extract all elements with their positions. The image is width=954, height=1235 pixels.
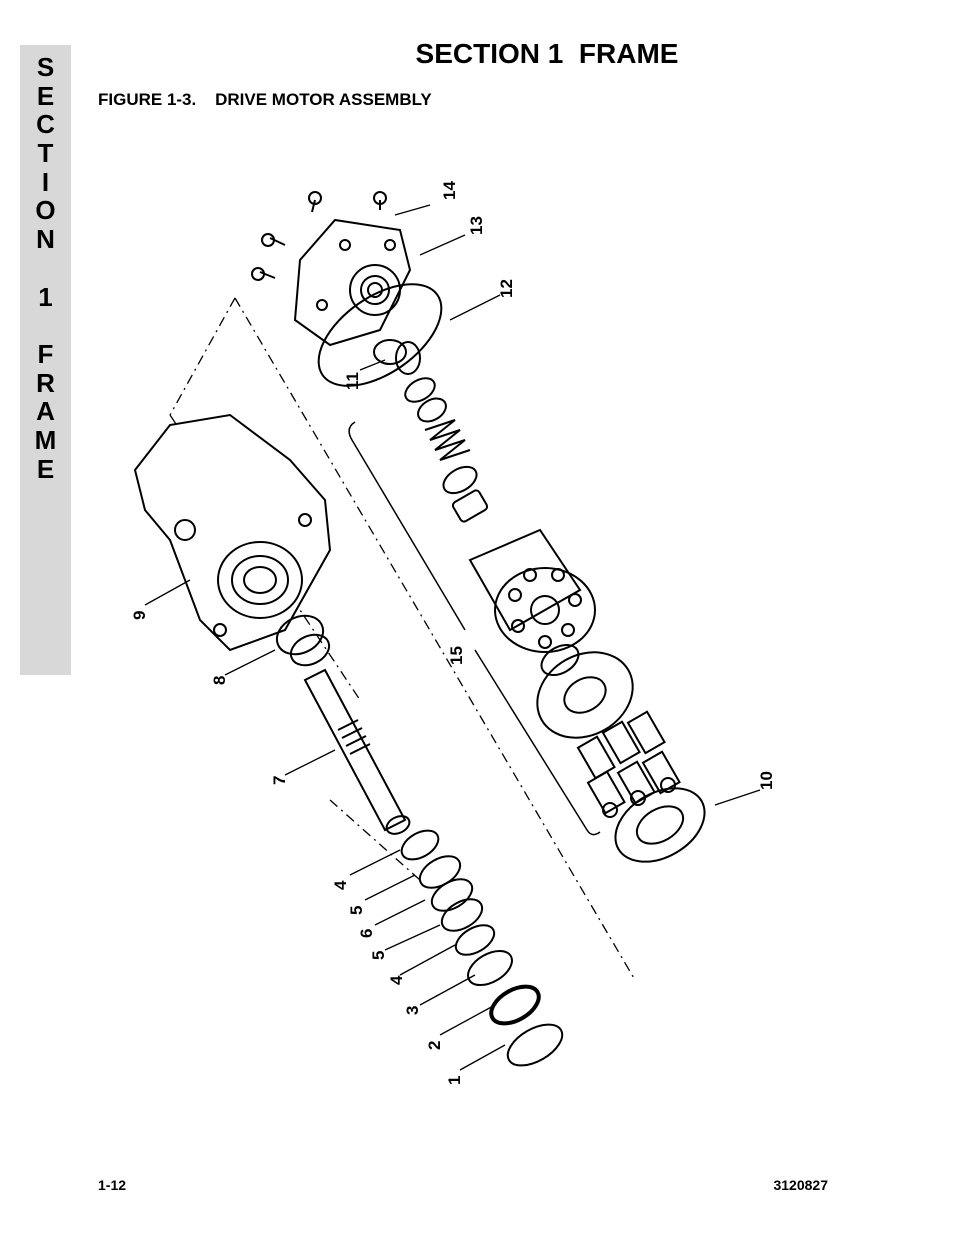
callout-4b: 4	[387, 975, 406, 985]
callout-14: 14	[440, 181, 459, 200]
side-letter: T	[37, 138, 54, 169]
callout-5b: 5	[369, 951, 388, 960]
side-letter: E	[36, 453, 55, 484]
port-plate	[536, 651, 634, 739]
side-letter: E	[36, 80, 55, 111]
thrust-plate-10	[614, 787, 706, 863]
callout-11: 11	[343, 372, 362, 390]
callout-13: 13	[467, 216, 486, 235]
ring-stack	[400, 829, 564, 1067]
housing-9	[133, 413, 332, 652]
document-number: 3120827	[773, 1177, 828, 1193]
leader-lines	[144, 204, 761, 1071]
side-letter: A	[36, 396, 55, 427]
page-title-text: SECTION 1 FRAME	[415, 38, 679, 69]
side-letter: O	[35, 195, 56, 226]
callout-12: 12	[497, 279, 516, 298]
callout-1: 1	[445, 1076, 464, 1085]
callout-4a: 4	[331, 880, 350, 890]
side-letter: I	[41, 166, 50, 197]
callout-7: 7	[270, 776, 289, 785]
side-letter: F	[37, 338, 54, 369]
end-cap-part	[251, 191, 412, 347]
callout-3: 3	[403, 1006, 422, 1015]
callout-2: 2	[425, 1041, 444, 1050]
page-number: 1-12	[98, 1177, 127, 1193]
side-letter: M	[34, 424, 57, 455]
dashed-bracket-outline	[169, 297, 636, 981]
drive-motor-exploded-drawing: 14 13 12 11 9 8 7 15 10 4 5 6 5 4 3 2 1	[130, 181, 776, 1085]
side-letter	[20, 254, 71, 283]
cylinder-barrel	[468, 528, 596, 653]
callout-10: 10	[757, 771, 776, 790]
side-letter	[20, 311, 71, 340]
o-ring-12	[317, 283, 443, 387]
section-side-tab: S E C T I O N 1 F R A M E	[20, 45, 71, 675]
bearing-11	[373, 339, 421, 375]
bracket-15	[348, 421, 601, 836]
callout-6: 6	[357, 929, 376, 938]
side-letter: C	[36, 109, 55, 140]
shaft-7	[303, 668, 411, 835]
callout-15: 15	[447, 646, 466, 665]
side-letter: S	[36, 52, 55, 82]
side-letter: 1	[38, 281, 53, 312]
side-letter: N	[36, 224, 55, 255]
figure-caption: FIGURE 1-3. DRIVE MOTOR ASSEMBLY	[98, 90, 432, 109]
side-tab-letters: S E C T I O N 1 F R A M E	[20, 53, 71, 483]
callout-9: 9	[130, 611, 149, 620]
spring	[424, 419, 471, 461]
side-letter: R	[36, 367, 55, 398]
page-title: SECTION 1 FRAME	[0, 38, 954, 70]
callout-8: 8	[210, 676, 229, 685]
pistons	[576, 710, 681, 818]
callout-5a: 5	[347, 906, 366, 915]
bearing-8	[275, 614, 331, 667]
